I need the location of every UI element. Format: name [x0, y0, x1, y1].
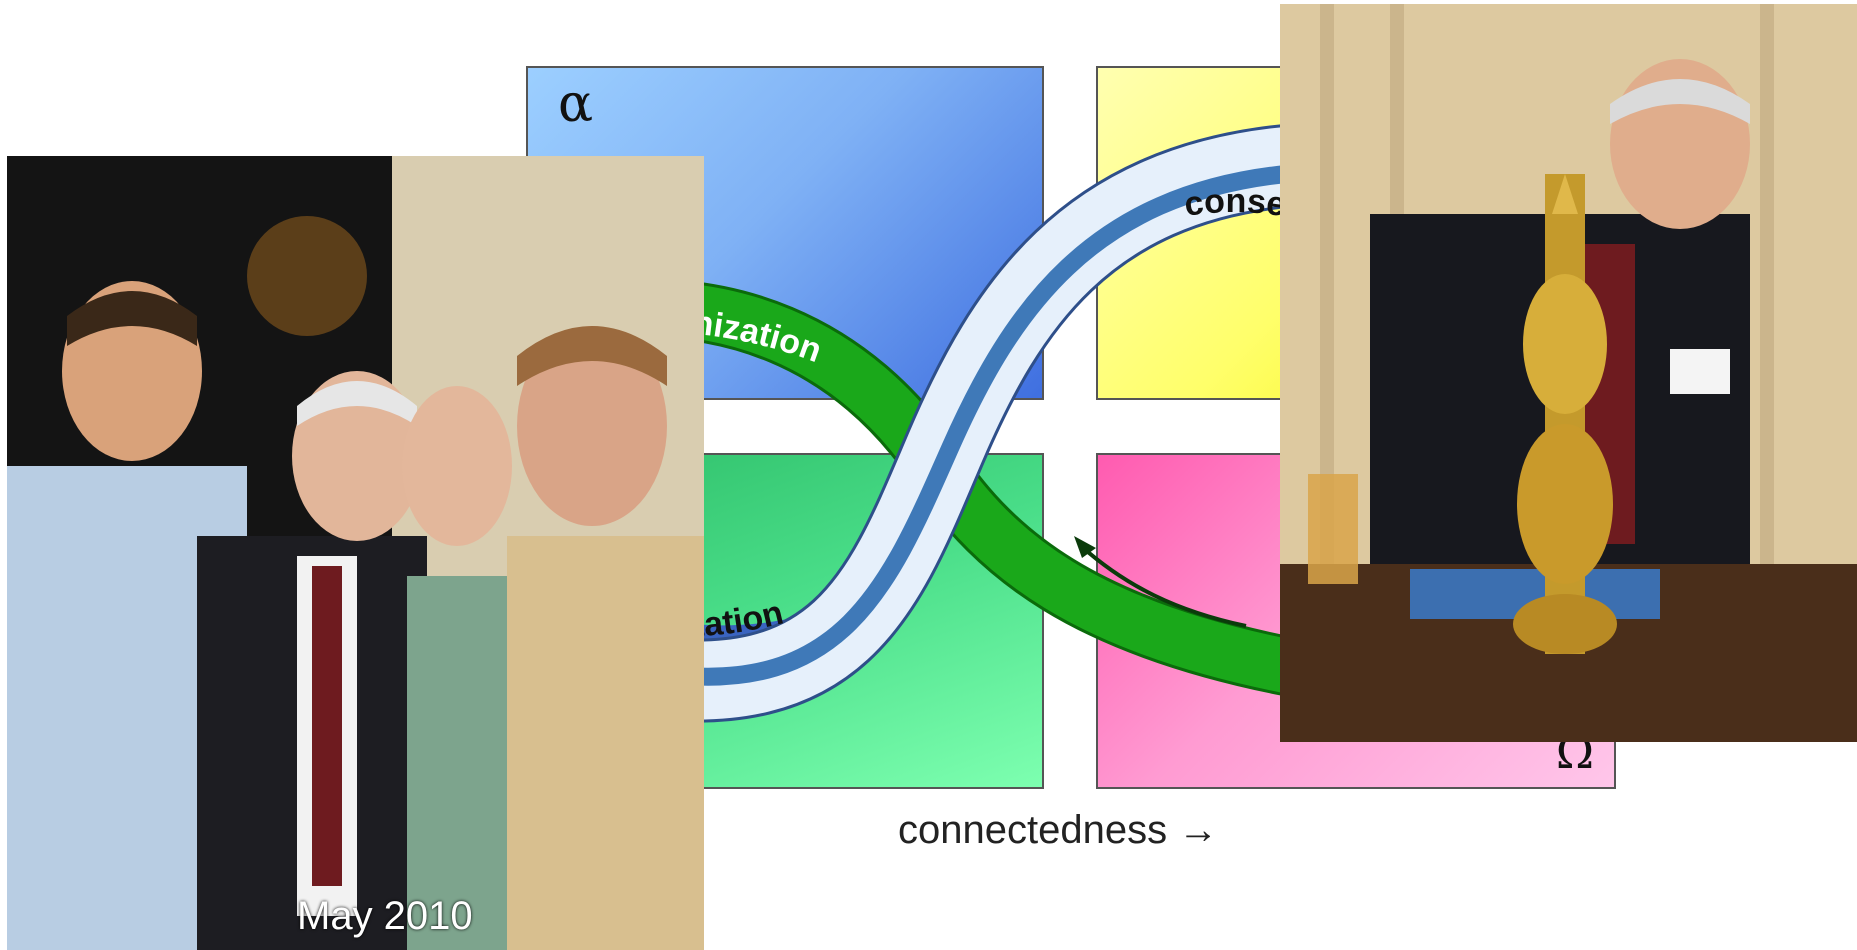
beer-pump-photo [1280, 4, 1857, 742]
group-photo-drawing [7, 156, 704, 950]
photo-caption: May 2010 [297, 894, 473, 938]
beer-pump-photo-drawing [1280, 4, 1857, 742]
release-arrow [1079, 544, 1247, 628]
group-photo: May 2010 [7, 156, 704, 950]
alpha-symbol: α [558, 74, 594, 134]
connectedness-axis-label: connectedness → [898, 808, 1219, 852]
blue-ribbon-core [664, 165, 1287, 686]
